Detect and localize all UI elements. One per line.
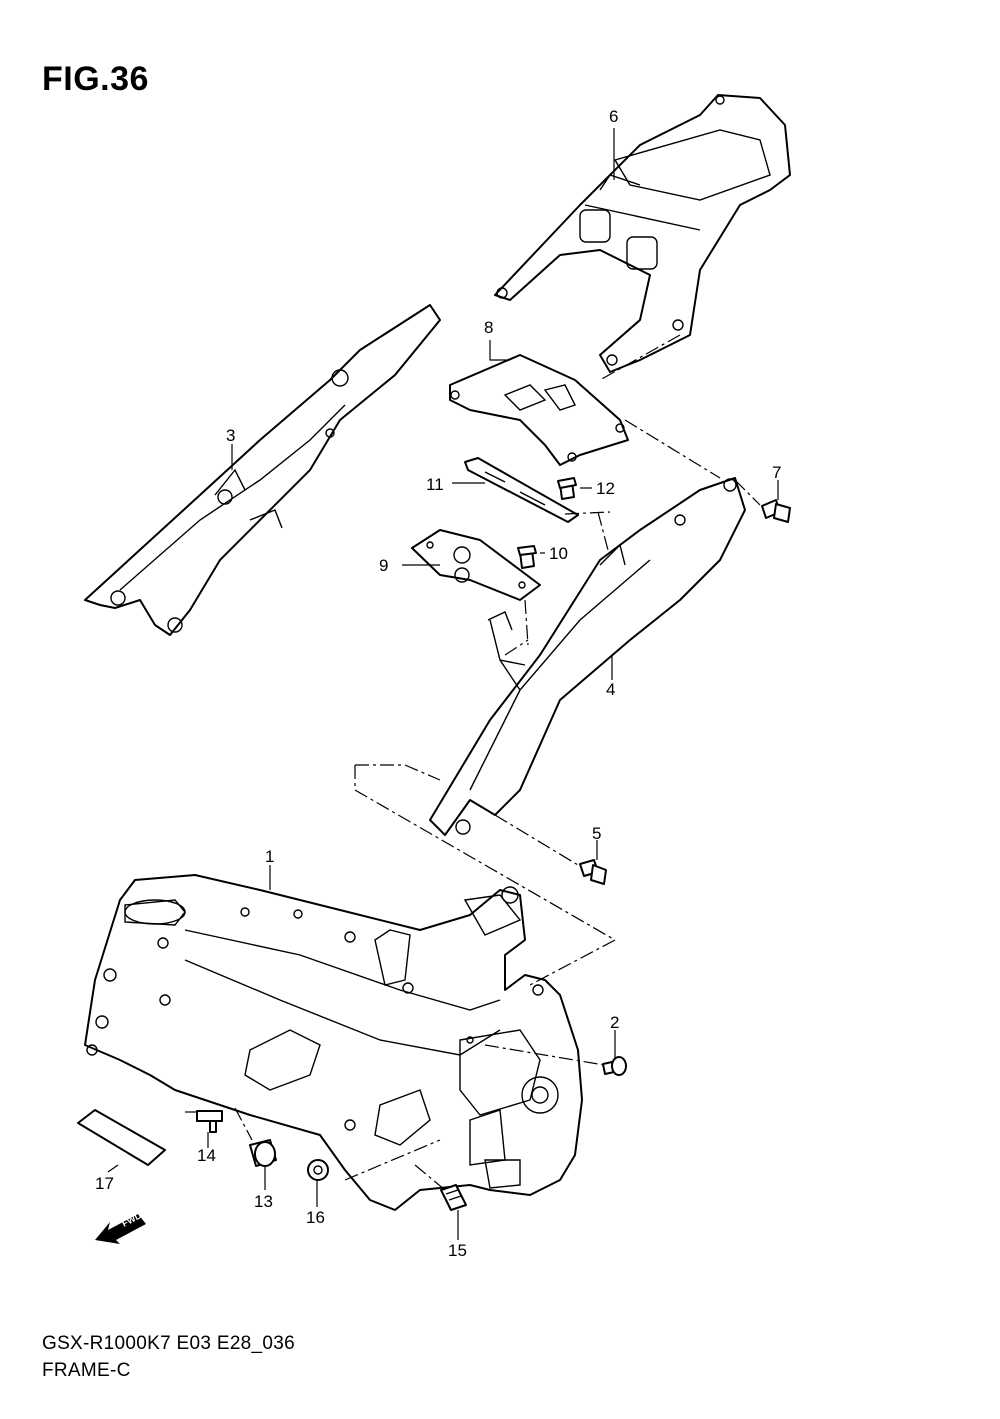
callout-5: 5 [592,824,601,843]
forward-direction-arrow: FWD [95,1210,146,1244]
model-code: GSX-R1000K7 E03 E28_036 [42,1333,296,1354]
part-14-bolt [196,1110,223,1133]
callout-7: 7 [772,463,781,482]
callout-12: 12 [596,479,615,498]
part-12-bolt [557,477,577,500]
part-17-label [77,1109,166,1166]
part-9-bracket [411,529,541,601]
callout-6: 6 [609,107,618,126]
part-1-main-frame [84,874,583,1211]
callout-3: 3 [226,426,235,445]
part-6-seat-rail [494,94,791,373]
callout-1: 1 [265,847,274,866]
part-3-seat-rail [84,304,441,636]
callout-13: 13 [254,1192,273,1211]
callout-10: 10 [549,544,568,563]
callout-11: 11 [426,475,444,494]
callout-14: 14 [197,1146,216,1165]
callout-17: 17 [95,1174,114,1193]
callout-9: 9 [379,556,388,575]
part-15-bolt [440,1184,467,1211]
part-4-seat-rail [429,477,746,836]
part-10-bolt [517,545,537,569]
section-name: FRAME-C [42,1360,131,1381]
leader-lines [107,128,779,1240]
part-13-collar [249,1139,277,1167]
part-16-washer [307,1159,329,1181]
callout-15: 15 [448,1241,467,1260]
assembly-lines [185,334,761,1191]
forward-arrow-icon [95,1214,146,1244]
callout-8: 8 [484,318,493,337]
part-5-bolt [579,859,607,885]
callout-4: 4 [606,680,615,699]
part-11-plate [464,457,579,523]
figure-title: FIG.36 [42,60,149,98]
part-8-bracket [449,354,629,466]
callout-2: 2 [610,1013,619,1032]
part-7-bolt [761,499,791,523]
callout-16: 16 [306,1208,325,1227]
callout-labels: 1 2 3 4 5 6 7 8 9 10 11 12 13 14 15 16 1… [95,107,781,1260]
part-2-bolt [602,1056,627,1076]
